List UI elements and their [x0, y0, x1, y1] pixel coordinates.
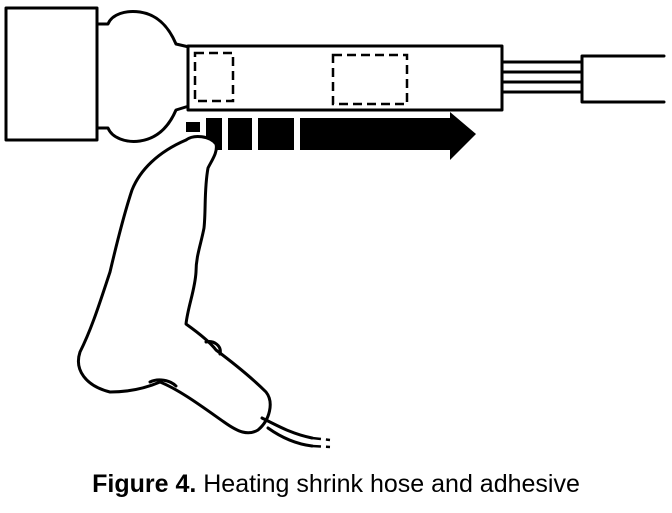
- end-block: [4, 6, 99, 142]
- fitting-connector: [95, 10, 191, 143]
- heat-gun-icon: [77, 135, 331, 449]
- figure-caption-text: Heating shrink hose and adhesive: [196, 470, 580, 498]
- cable-jacket: [580, 54, 666, 104]
- figure-caption-label: Figure 4.: [92, 470, 197, 498]
- figure-caption: Figure 4. Heating shrink hose and adhesi…: [0, 470, 672, 499]
- adhesive-left: [193, 51, 235, 103]
- arrow-right-icon: [186, 112, 476, 160]
- adhesive-right: [331, 53, 409, 106]
- shrink-hose: [186, 44, 504, 112]
